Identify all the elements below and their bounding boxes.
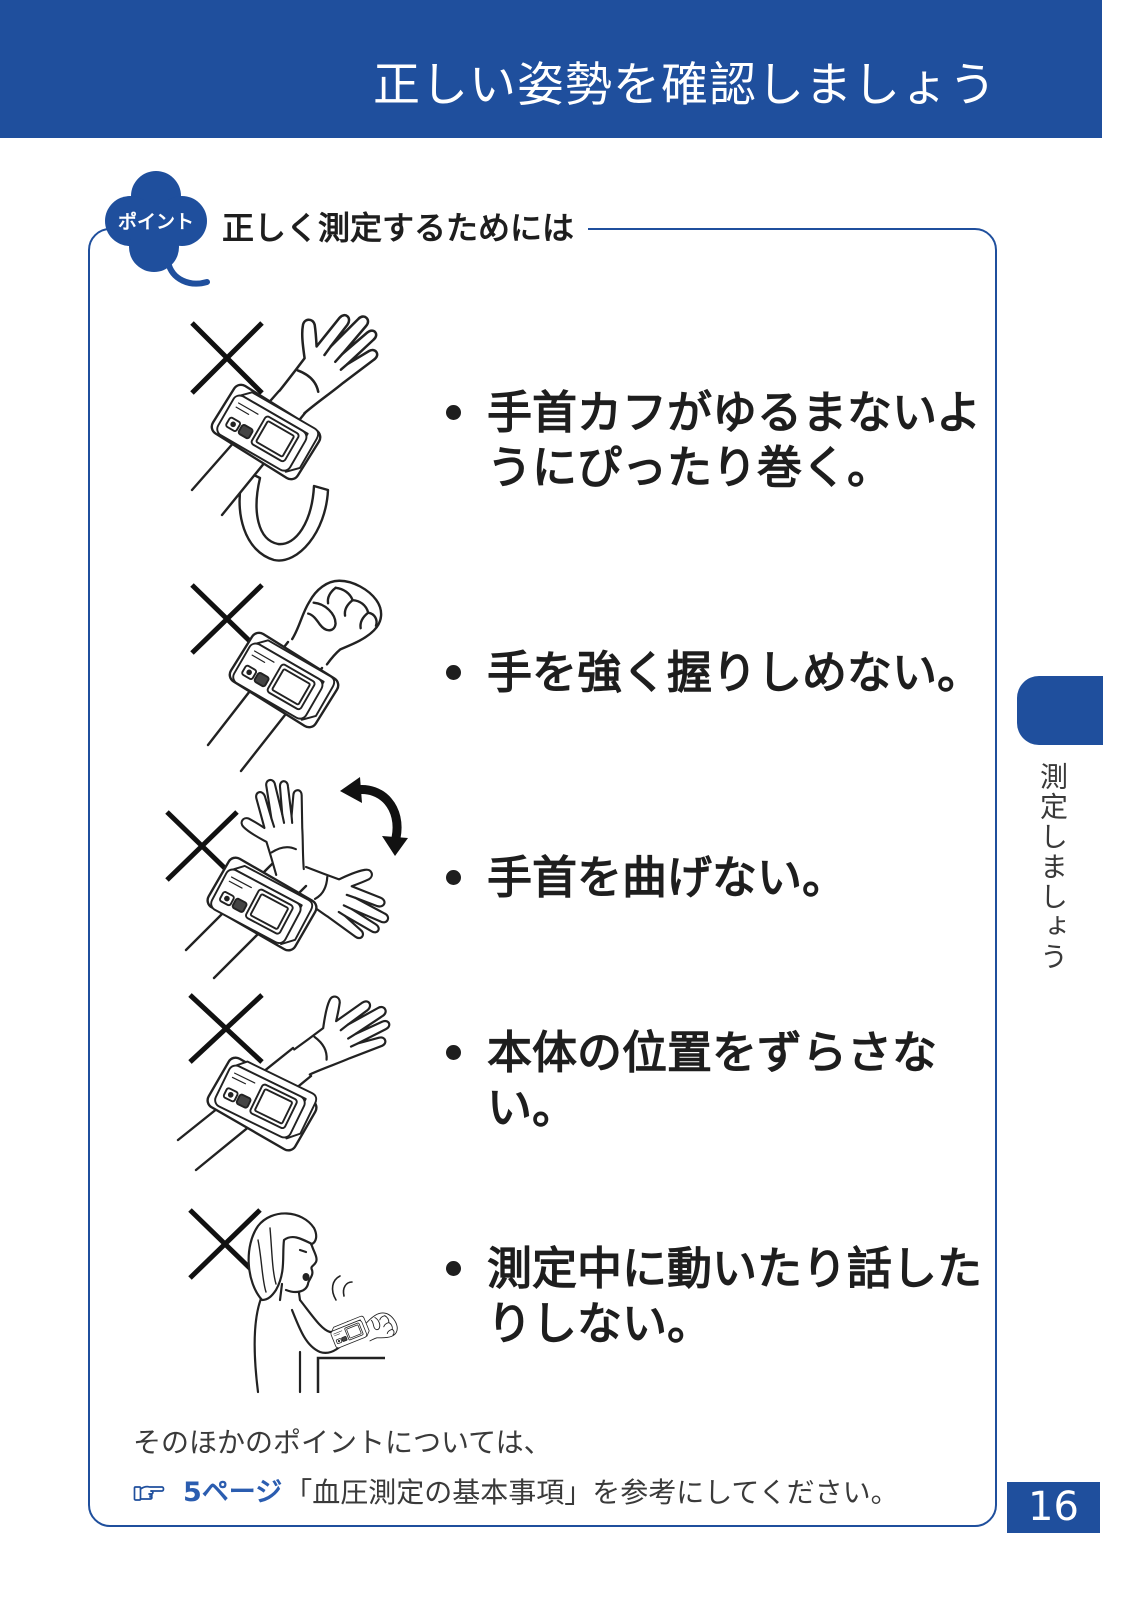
page-reference-link: 5ページ bbox=[183, 1477, 283, 1508]
bullet-icon bbox=[446, 870, 461, 885]
illustration-shifted-device bbox=[176, 975, 402, 1172]
bullet-icon bbox=[446, 405, 461, 420]
illustration-talking-person bbox=[188, 1208, 402, 1394]
loose-cuff-strap-drawing bbox=[238, 468, 330, 562]
cross-mark-icon bbox=[190, 321, 264, 395]
point-item-line: 本体の位置をずらさな bbox=[487, 1026, 938, 1079]
cross-mark-icon bbox=[188, 993, 264, 1064]
point-item: 測定中に動いたり話した りしない。 bbox=[487, 1241, 982, 1351]
point-item-line: うにぴったり巻く。 bbox=[487, 441, 893, 494]
bullet-icon bbox=[446, 1045, 461, 1060]
point-item: 手首カフがゆるまないよ うにぴったり巻く。 bbox=[487, 385, 981, 495]
point-item-line: りしない。 bbox=[487, 1297, 713, 1350]
point-badge-label: ポイント bbox=[118, 210, 194, 233]
wrist-monitor-drawing bbox=[328, 1314, 372, 1350]
illustration-clenched-fist bbox=[190, 565, 392, 773]
pointing-hand-icon bbox=[133, 1485, 165, 1501]
footer-intro: そのほかのポイントについては、 bbox=[133, 1426, 552, 1459]
point-item-line: 手首を曲げない。 bbox=[487, 851, 848, 904]
point-item: 本体の位置をずらさな い。 bbox=[487, 1025, 937, 1135]
bend-arrow-icon bbox=[340, 777, 408, 856]
bullet-icon bbox=[446, 1261, 461, 1276]
page-header: 正しい姿勢を確認しましょう bbox=[0, 0, 1102, 138]
page-number: 16 bbox=[1007, 1482, 1100, 1533]
point-item: 手首を曲げない。 bbox=[487, 850, 847, 905]
illustration-loose-cuff bbox=[190, 287, 393, 562]
table-drawing bbox=[316, 1356, 385, 1393]
bullet-icon bbox=[446, 665, 461, 680]
point-item-line: い。 bbox=[487, 1081, 578, 1134]
point-item-line: 測定中に動いたり話した bbox=[487, 1242, 983, 1295]
side-tab bbox=[1017, 676, 1103, 745]
side-tab-label: 測定しましょう bbox=[1036, 762, 1069, 972]
footer-reference: 5ページ 「血圧測定の基本事項」を参考にしてください。 bbox=[133, 1473, 899, 1513]
point-heading: 正しく測定するためには bbox=[200, 208, 589, 248]
point-item-line: 手を強く握りしめない。 bbox=[487, 646, 983, 699]
clover-icon: ポイント bbox=[105, 171, 210, 287]
illustration-bent-wrist bbox=[165, 773, 408, 980]
seated-woman-drawing bbox=[247, 1212, 353, 1394]
point-item: 手を強く握りしめない。 bbox=[487, 645, 982, 700]
point-item-line: 手首カフがゆるまないよ bbox=[487, 386, 982, 439]
page-reference-text: 「血圧測定の基本事項」を参考にしてください。 bbox=[284, 1476, 899, 1509]
page-title: 正しい姿勢を確認しましょう bbox=[373, 58, 997, 113]
